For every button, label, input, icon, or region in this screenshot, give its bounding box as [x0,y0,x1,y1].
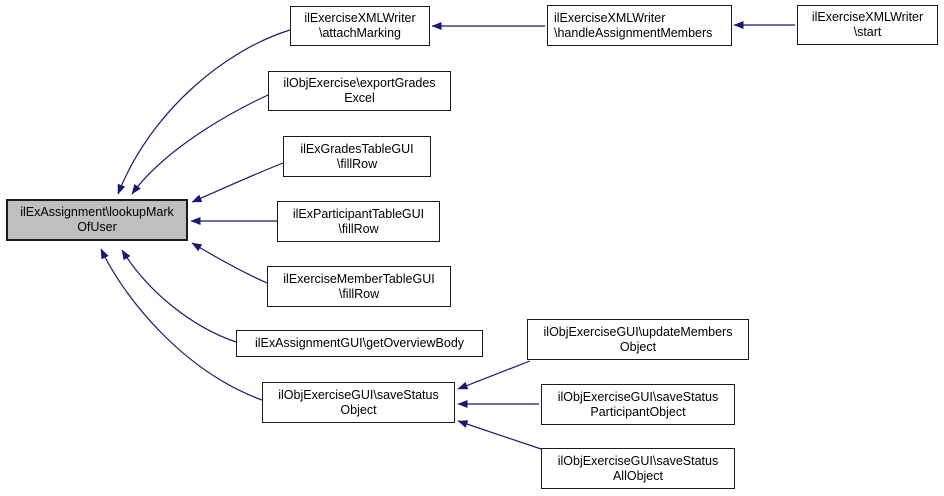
node-ex-participant-fill-row[interactable]: ilExParticipantTableGUI \fillRow [277,201,440,242]
node-start[interactable]: ilExerciseXMLWriter \start [797,5,938,45]
node-save-status-all-object[interactable]: ilObjExerciseGUI\saveStatus AllObject [541,448,735,489]
edge-save-status-all-to-save-status [457,420,545,451]
edge-export-grades-to-lookup [131,94,269,195]
edge-get-overview-body-to-lookup [121,249,237,343]
node-handle-assignment-members[interactable]: ilExerciseXMLWriter \handleAssignmentMem… [547,5,732,46]
node-ex-grades-fill-row[interactable]: ilExGradesTableGUI \fillRow [283,136,431,177]
edge-update-members-to-save-status [457,360,531,390]
node-exercise-member-fill-row[interactable]: ilExerciseMemberTableGUI \fillRow [267,266,451,307]
node-get-overview-body[interactable]: ilExAssignmentGUI\getOverviewBody [236,330,483,357]
node-save-status-object[interactable]: ilObjExerciseGUI\saveStatus Object [262,382,455,423]
node-attach-marking[interactable]: ilExerciseXMLWriter \attachMarking [290,6,430,46]
node-lookup-mark-of-user: ilExAssignment\lookupMark OfUser [6,199,188,241]
node-export-grades-excel[interactable]: ilObjExercise\exportGrades Excel [268,71,451,111]
node-save-status-participant-object[interactable]: ilObjExerciseGUI\saveStatus ParticipantO… [541,384,735,425]
node-update-members-object[interactable]: ilObjExerciseGUI\updateMembers Object [527,319,749,360]
edge-exercise-member-fillrow-to-lookup [191,242,268,284]
edge-save-status-to-lookup [100,248,263,401]
edge-attach-marking-to-lookup [117,29,291,195]
edge-ex-grades-fillrow-to-lookup [191,162,284,203]
